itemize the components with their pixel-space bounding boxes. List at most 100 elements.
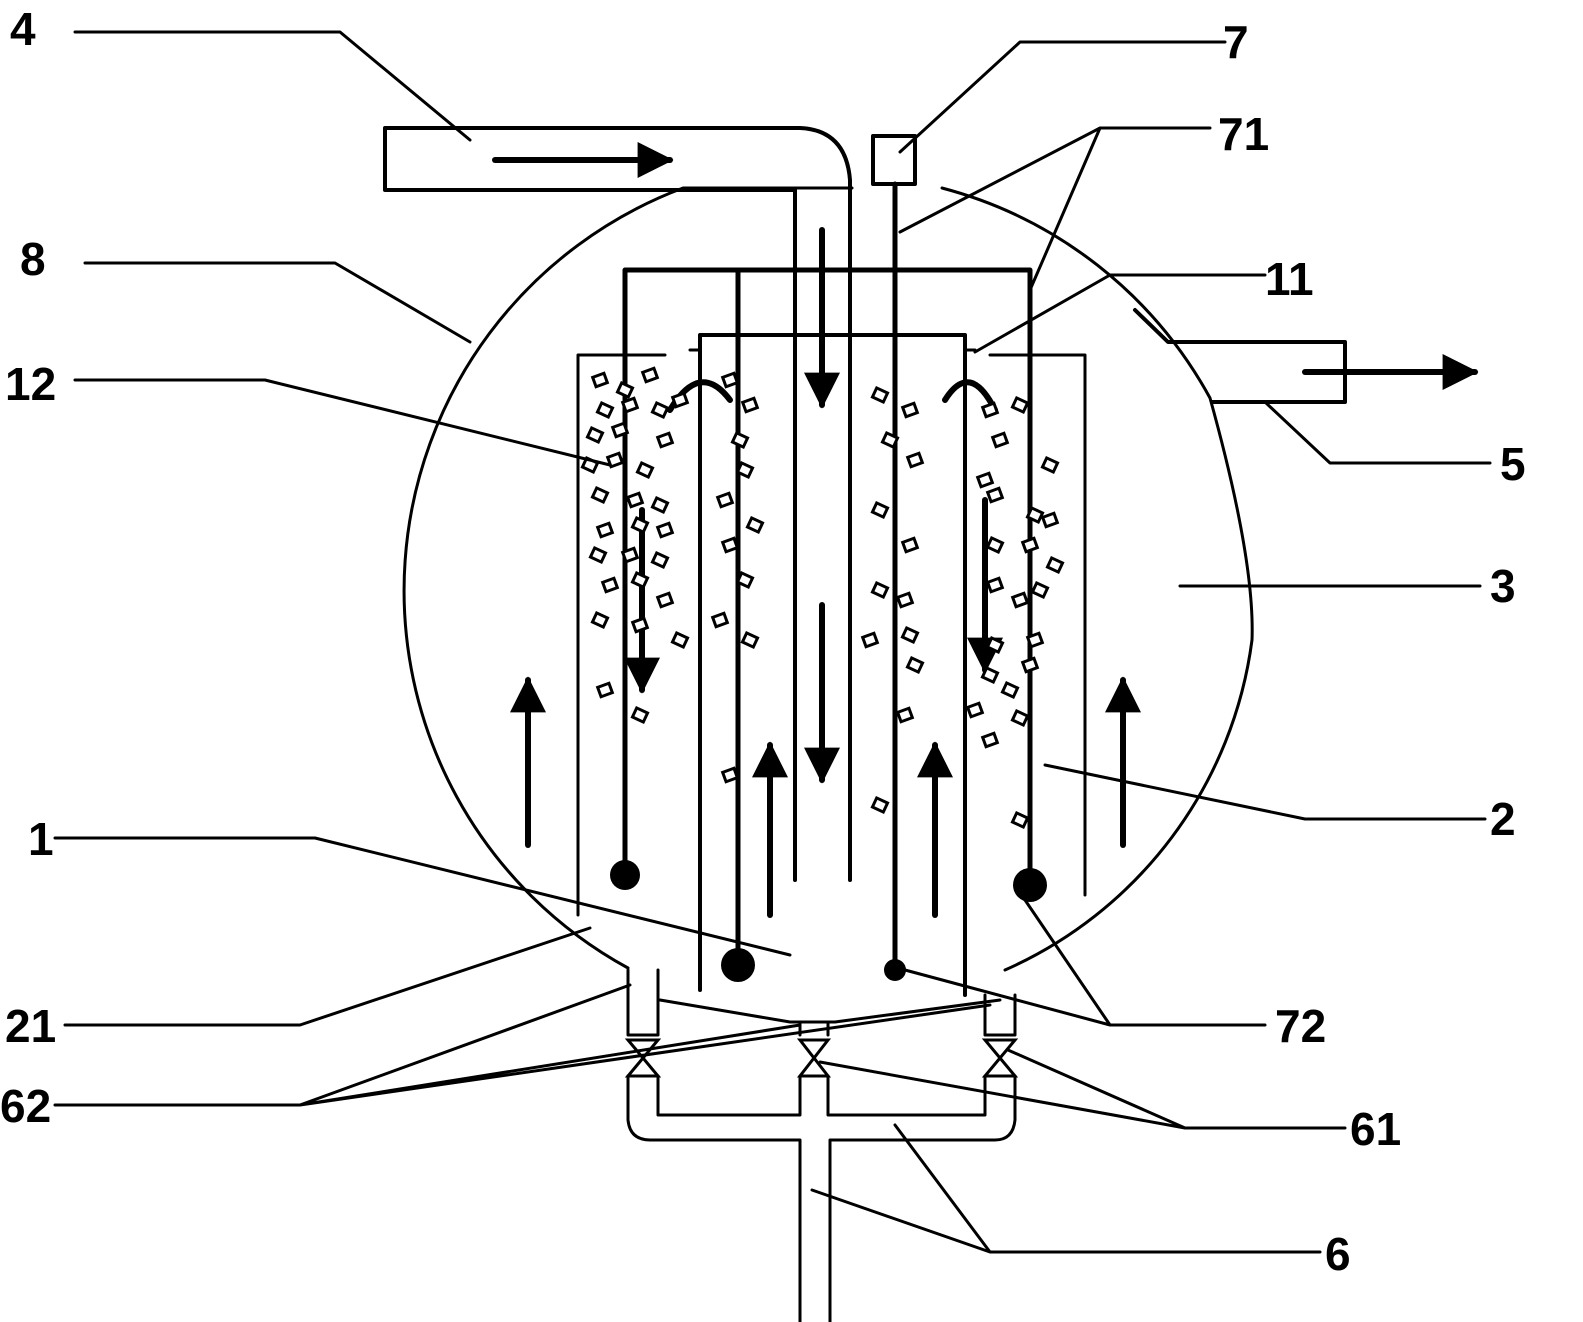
particle xyxy=(630,705,650,725)
particle xyxy=(1010,810,1030,830)
particle xyxy=(600,576,620,594)
label-2: 2 xyxy=(1490,793,1516,845)
particle xyxy=(590,371,610,389)
particle xyxy=(900,401,920,419)
particle xyxy=(980,731,1000,749)
particle xyxy=(1030,580,1050,600)
particle xyxy=(975,471,995,489)
particle xyxy=(980,665,1000,685)
particle xyxy=(905,655,925,675)
particle xyxy=(595,521,615,539)
particle xyxy=(985,535,1005,555)
particle xyxy=(965,701,985,719)
label-3: 3 xyxy=(1490,560,1516,612)
particle xyxy=(900,536,920,554)
particle xyxy=(715,491,735,509)
left-inner-rod-ball xyxy=(721,948,755,982)
particle xyxy=(740,396,760,414)
particle xyxy=(870,580,890,600)
particle xyxy=(605,451,625,469)
particle xyxy=(990,431,1010,449)
particle xyxy=(1020,656,1040,674)
particle xyxy=(588,545,608,565)
label-1: 1 xyxy=(28,813,54,865)
particle xyxy=(1025,505,1045,525)
valve-right xyxy=(981,993,1019,1078)
particle xyxy=(1040,455,1060,475)
particle xyxy=(620,396,640,414)
label-11: 11 xyxy=(1265,253,1314,305)
particle xyxy=(985,576,1005,594)
particle xyxy=(720,371,740,389)
particle xyxy=(730,430,750,450)
label-72: 72 xyxy=(1275,1000,1326,1052)
particle xyxy=(720,766,740,784)
particle xyxy=(880,430,900,450)
particle xyxy=(610,421,630,439)
leader-lines xyxy=(53,30,1492,1254)
particle xyxy=(745,515,765,535)
particle xyxy=(630,570,650,590)
particle xyxy=(655,431,675,449)
particle xyxy=(640,366,660,384)
particle xyxy=(870,795,890,815)
particle xyxy=(1000,680,1020,700)
particle xyxy=(740,630,760,650)
rod-end-ball xyxy=(884,959,906,981)
particle xyxy=(870,385,890,405)
outer-vessel xyxy=(402,186,1254,972)
particle xyxy=(985,635,1005,655)
particle xyxy=(650,400,670,420)
label-5: 5 xyxy=(1500,438,1526,490)
particle xyxy=(1025,631,1045,649)
discharge-pipe-6 xyxy=(626,1074,1017,1322)
inlet-pipe xyxy=(383,126,852,882)
particle xyxy=(1045,555,1065,575)
particle xyxy=(710,611,730,629)
particle xyxy=(1040,511,1060,529)
particles xyxy=(580,366,1065,830)
label-4: 4 xyxy=(10,3,36,55)
particle xyxy=(1020,536,1040,554)
particle xyxy=(1010,395,1030,415)
particle xyxy=(735,570,755,590)
particle xyxy=(895,591,915,609)
right-frame-ball xyxy=(1013,868,1047,902)
particle xyxy=(620,546,640,564)
particle xyxy=(655,591,675,609)
label-8: 8 xyxy=(20,233,46,285)
particle xyxy=(655,521,675,539)
particle xyxy=(590,610,610,630)
particle xyxy=(895,706,915,724)
outlet-pipe xyxy=(1133,308,1347,404)
particle xyxy=(720,536,740,554)
particle xyxy=(625,491,645,509)
valve-left xyxy=(624,968,662,1078)
particle xyxy=(870,500,890,520)
left-frame-ball xyxy=(610,860,640,890)
particle xyxy=(1010,591,1030,609)
particle xyxy=(650,550,670,570)
particle xyxy=(590,485,610,505)
right-curve-arrow xyxy=(942,379,998,413)
particle xyxy=(735,460,755,480)
particle xyxy=(900,625,920,645)
particle xyxy=(650,495,670,515)
particle xyxy=(630,616,650,634)
particle xyxy=(905,451,925,469)
particle xyxy=(635,460,655,480)
particle xyxy=(985,486,1005,504)
particle xyxy=(595,400,615,420)
particle xyxy=(585,425,605,445)
particle xyxy=(860,631,880,649)
particle xyxy=(595,681,615,699)
label-71: 71 xyxy=(1218,108,1269,160)
label-21: 21 xyxy=(5,1000,56,1052)
particle xyxy=(630,515,650,535)
bottom-hopper xyxy=(658,998,1002,1024)
label-6: 6 xyxy=(1325,1228,1351,1280)
particle xyxy=(980,401,1000,419)
frame-71 xyxy=(622,267,1033,873)
label-7: 7 xyxy=(1223,16,1249,68)
